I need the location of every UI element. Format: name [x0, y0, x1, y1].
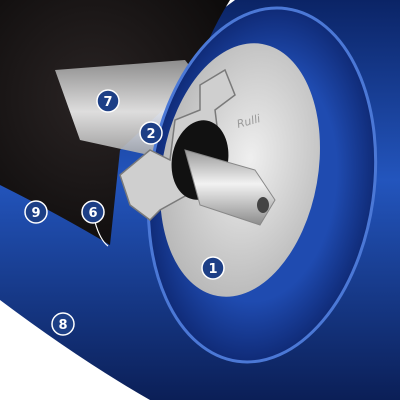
callout-7-label: 7	[103, 95, 112, 110]
shaft-hole	[257, 197, 269, 213]
callout-9: 9	[24, 200, 48, 224]
shaft-end	[184, 149, 276, 226]
callout-6: 6	[81, 200, 105, 224]
callout-8: 8	[51, 312, 75, 336]
callout-7: 7	[96, 89, 120, 113]
callout-1: 1	[201, 256, 225, 280]
callout-9-label: 9	[31, 206, 40, 221]
callout-8-label: 8	[58, 318, 67, 333]
callout-2-label: 2	[146, 127, 155, 142]
hub-logo: Rulli	[235, 112, 261, 131]
callout-1-label: 1	[208, 262, 217, 277]
callout-6-pointer	[94, 221, 109, 247]
callout-6-label: 6	[88, 206, 97, 221]
callout-2: 2	[139, 121, 163, 145]
